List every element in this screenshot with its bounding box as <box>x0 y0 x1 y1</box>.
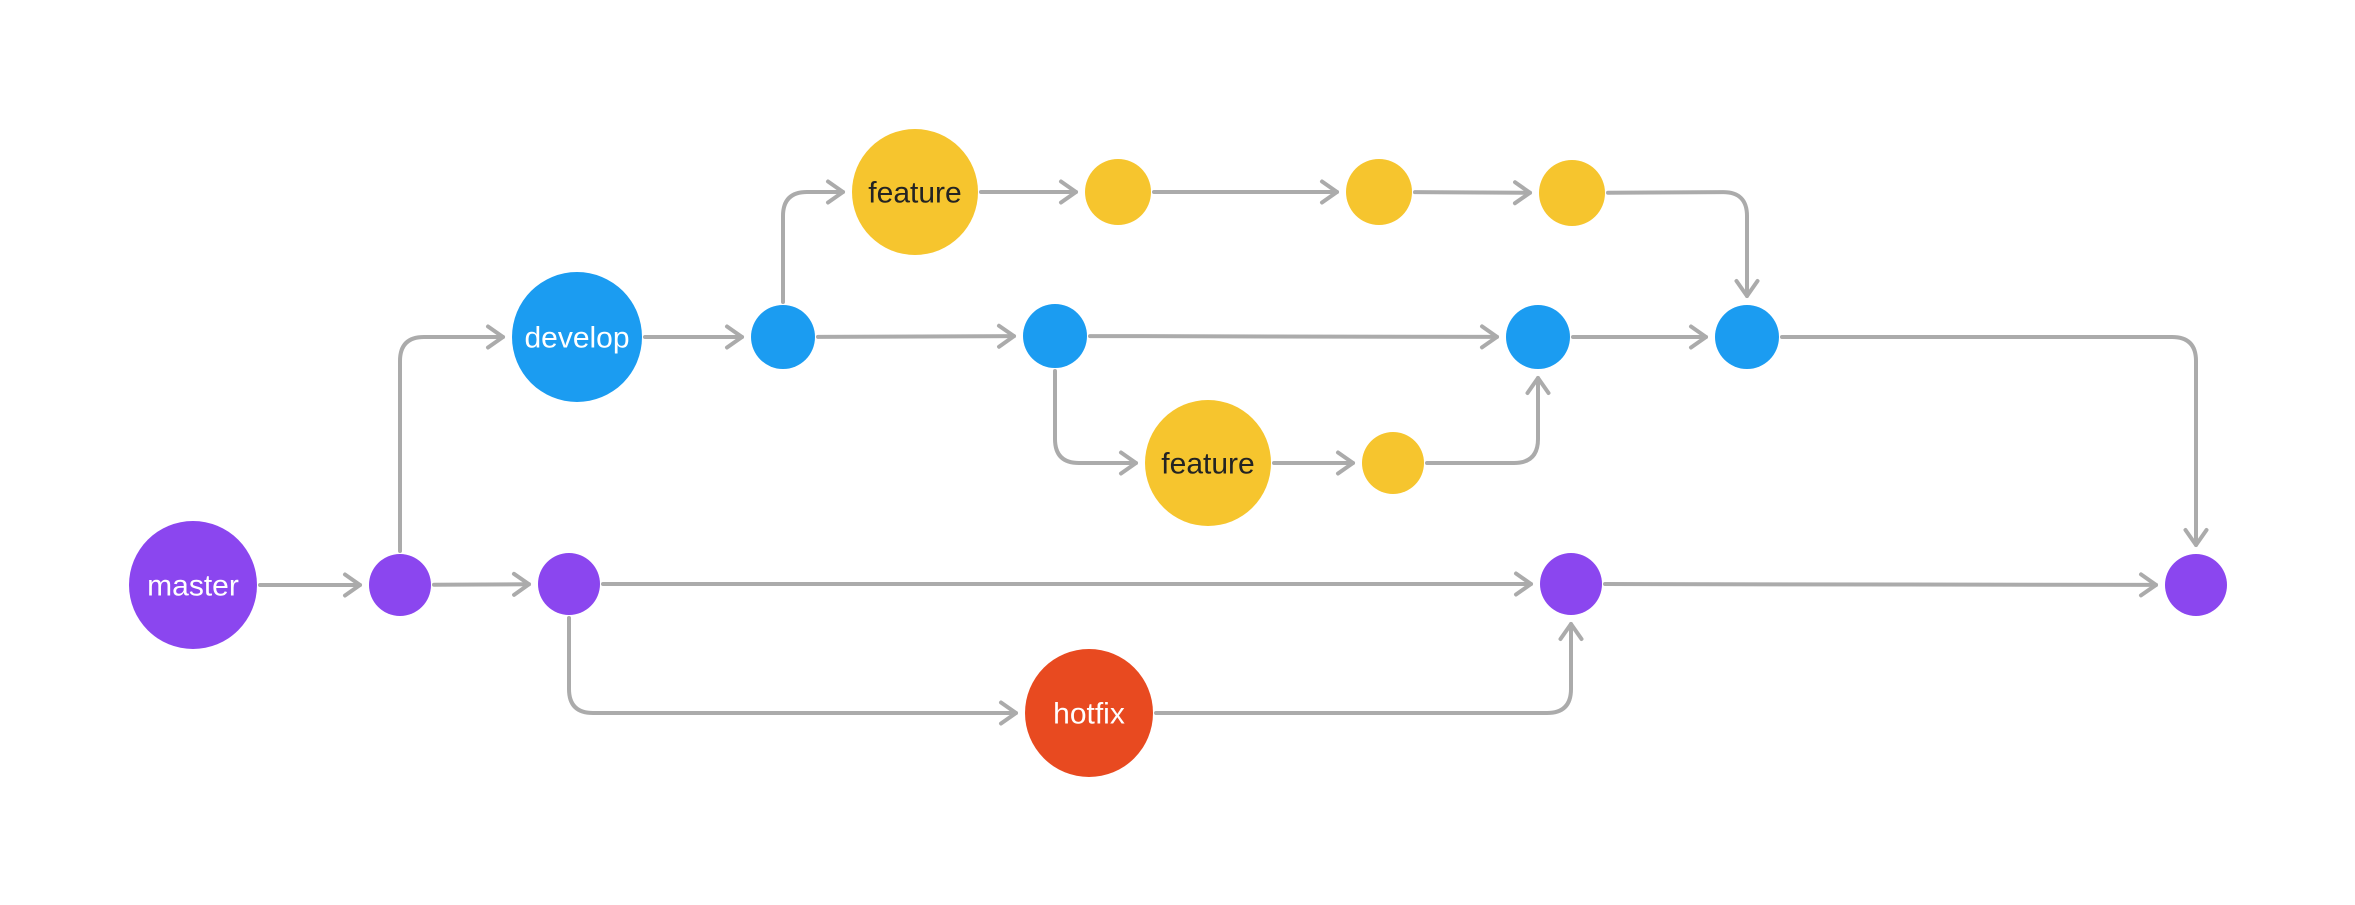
commit-node-m4 <box>2165 554 2227 616</box>
commit-node-d3 <box>1506 305 1570 369</box>
edge-d1-to-feature1 <box>781 179 845 304</box>
feature1-branch-label: feature <box>868 177 961 210</box>
hotfix-branch-label: hotfix <box>1053 698 1125 731</box>
commit-node-m3 <box>1540 553 1602 615</box>
develop-branch-label: develop <box>524 322 629 355</box>
feature-commit-circle <box>1539 160 1605 226</box>
edge-d4-to-m4 <box>1780 335 2209 547</box>
commit-node-feature2: feature <box>1145 400 1271 526</box>
edge-m1-to-m2 <box>431 571 532 597</box>
feature-commit-circle <box>1362 432 1424 494</box>
commit-node-feature1: feature <box>852 129 978 255</box>
edge-d2-to-d3 <box>1088 324 1499 350</box>
edge-m2-to-hotfix <box>567 616 1018 726</box>
feature-commit-circle <box>1085 159 1151 225</box>
feature-commit-circle <box>852 129 978 255</box>
edge-m1-to-develop <box>398 324 505 553</box>
commit-node-m1 <box>369 554 431 616</box>
feature-commit-circle <box>1346 159 1412 225</box>
master-commit-circle <box>1540 553 1602 615</box>
edge-d1-to-d2 <box>816 323 1016 349</box>
edge-m3-to-m4 <box>1603 572 2158 598</box>
edge-f3-to-d4 <box>1606 190 1760 298</box>
edge-hotfix-to-m3 <box>1154 622 1584 715</box>
feature2-branch-label: feature <box>1161 448 1254 481</box>
commit-node-f3 <box>1539 160 1605 226</box>
hotfix-commit-circle <box>1025 649 1153 777</box>
master-commit-circle <box>2165 554 2227 616</box>
master-commit-circle <box>538 553 600 615</box>
master-commit-circle <box>129 521 257 649</box>
commit-node-d1 <box>751 305 815 369</box>
commit-node-f1 <box>1085 159 1151 225</box>
develop-commit-circle <box>1023 304 1087 368</box>
commit-node-develop: develop <box>512 272 642 402</box>
master-branch-label: master <box>147 570 239 603</box>
edge-f4-to-d3 <box>1425 376 1551 465</box>
commit-node-m2 <box>538 553 600 615</box>
master-commit-circle <box>369 554 431 616</box>
edge-d2-to-feature2 <box>1053 369 1138 476</box>
develop-commit-circle <box>1715 305 1779 369</box>
develop-commit-circle <box>512 272 642 402</box>
develop-commit-circle <box>1506 305 1570 369</box>
develop-commit-circle <box>751 305 815 369</box>
commit-node-d2 <box>1023 304 1087 368</box>
commit-node-master: master <box>129 521 257 649</box>
commit-node-hotfix: hotfix <box>1025 649 1153 777</box>
commit-node-f2 <box>1346 159 1412 225</box>
feature-commit-circle <box>1145 400 1271 526</box>
edge-f2-to-f3 <box>1413 180 1532 206</box>
commit-node-d4 <box>1715 305 1779 369</box>
commit-node-f4 <box>1362 432 1424 494</box>
